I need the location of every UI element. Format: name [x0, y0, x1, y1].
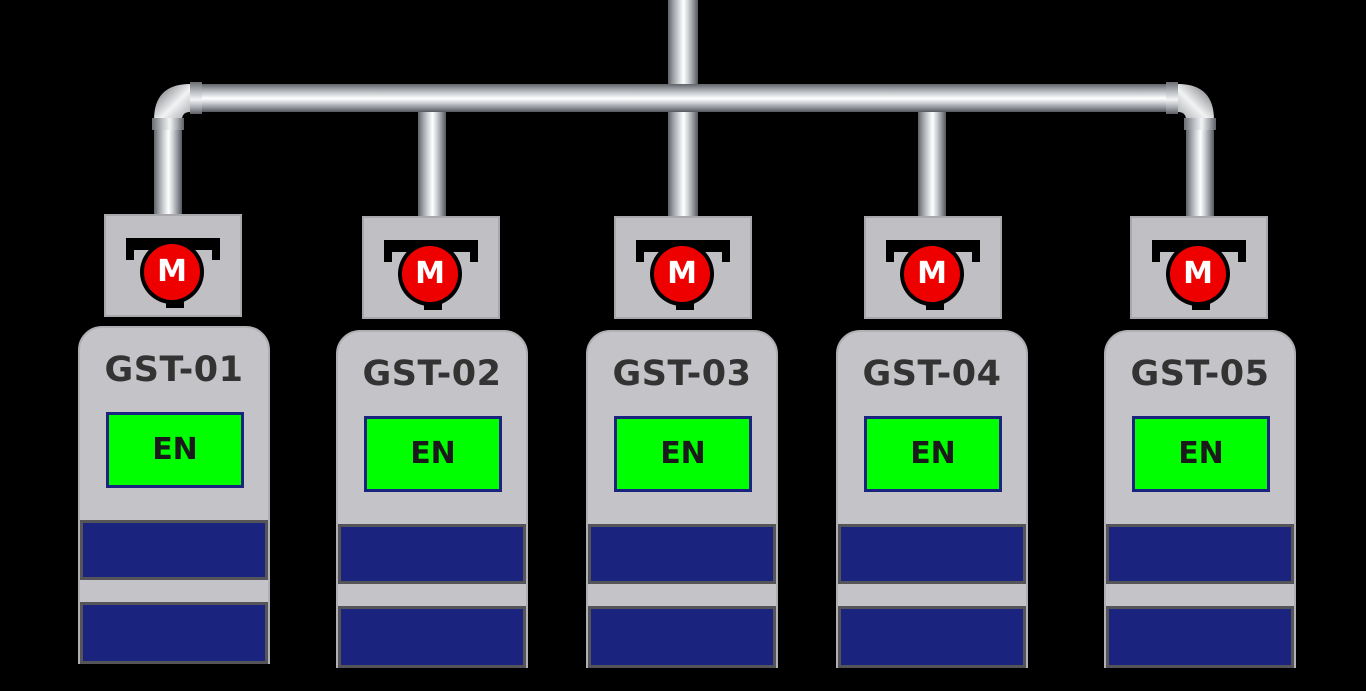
motor-valve-1[interactable]: M: [104, 214, 242, 317]
branch-pipe-5: [1186, 128, 1214, 216]
station-gst-02[interactable]: GST-02 EN: [336, 330, 528, 668]
motor-label: M: [654, 246, 710, 302]
station-panel-upper: [588, 524, 776, 584]
motor-valve-icon[interactable]: M: [140, 240, 204, 304]
station-panel-lower: [588, 606, 776, 668]
motor-valve-icon[interactable]: M: [398, 242, 462, 306]
branch-pipe-1-coupling: [152, 118, 184, 130]
motor-label: M: [1170, 246, 1226, 302]
station-panel-upper: [838, 524, 1026, 584]
right-elbow-coupling: [1166, 82, 1178, 114]
station-title: GST-04: [862, 354, 1002, 394]
station-panel-upper: [1106, 524, 1294, 584]
branch-pipe-4: [918, 112, 946, 220]
station-gst-04[interactable]: GST-04 EN: [836, 330, 1028, 668]
station-panel-upper: [80, 520, 268, 580]
station-panel-upper: [338, 524, 526, 584]
motor-valve-icon[interactable]: M: [650, 242, 714, 306]
left-elbow-coupling: [190, 82, 202, 114]
station-title: GST-02: [362, 354, 502, 394]
branch-pipe-1: [154, 128, 182, 216]
motor-valve-2[interactable]: M: [362, 216, 500, 319]
status-badge[interactable]: EN: [1132, 416, 1270, 492]
station-title: GST-05: [1130, 354, 1270, 394]
branch-pipe-3: [668, 112, 698, 220]
station-panel-lower: [838, 606, 1026, 668]
motor-label: M: [904, 246, 960, 302]
station-title: GST-01: [104, 350, 244, 390]
motor-valve-icon[interactable]: M: [900, 242, 964, 306]
station-gst-03[interactable]: GST-03 EN: [586, 330, 778, 668]
header-pipe: [190, 84, 1180, 112]
station-panel-lower: [338, 606, 526, 668]
motor-valve-5[interactable]: M: [1130, 216, 1268, 319]
station-gst-01[interactable]: GST-01 EN: [78, 326, 270, 664]
motor-valve-icon[interactable]: M: [1166, 242, 1230, 306]
motor-valve-3[interactable]: M: [614, 216, 752, 319]
motor-label: M: [402, 246, 458, 302]
motor-label: M: [144, 244, 200, 300]
status-badge[interactable]: EN: [864, 416, 1002, 492]
station-gst-05[interactable]: GST-05 EN: [1104, 330, 1296, 668]
station-panel-lower: [80, 602, 268, 664]
motor-valve-4[interactable]: M: [864, 216, 1002, 319]
branch-pipe-5-coupling: [1184, 118, 1216, 130]
status-badge[interactable]: EN: [614, 416, 752, 492]
branch-pipe-2: [418, 112, 446, 220]
status-badge[interactable]: EN: [106, 412, 244, 488]
main-feed-pipe: [668, 0, 698, 90]
status-badge[interactable]: EN: [364, 416, 502, 492]
station-title: GST-03: [612, 354, 752, 394]
station-panel-lower: [1106, 606, 1294, 668]
